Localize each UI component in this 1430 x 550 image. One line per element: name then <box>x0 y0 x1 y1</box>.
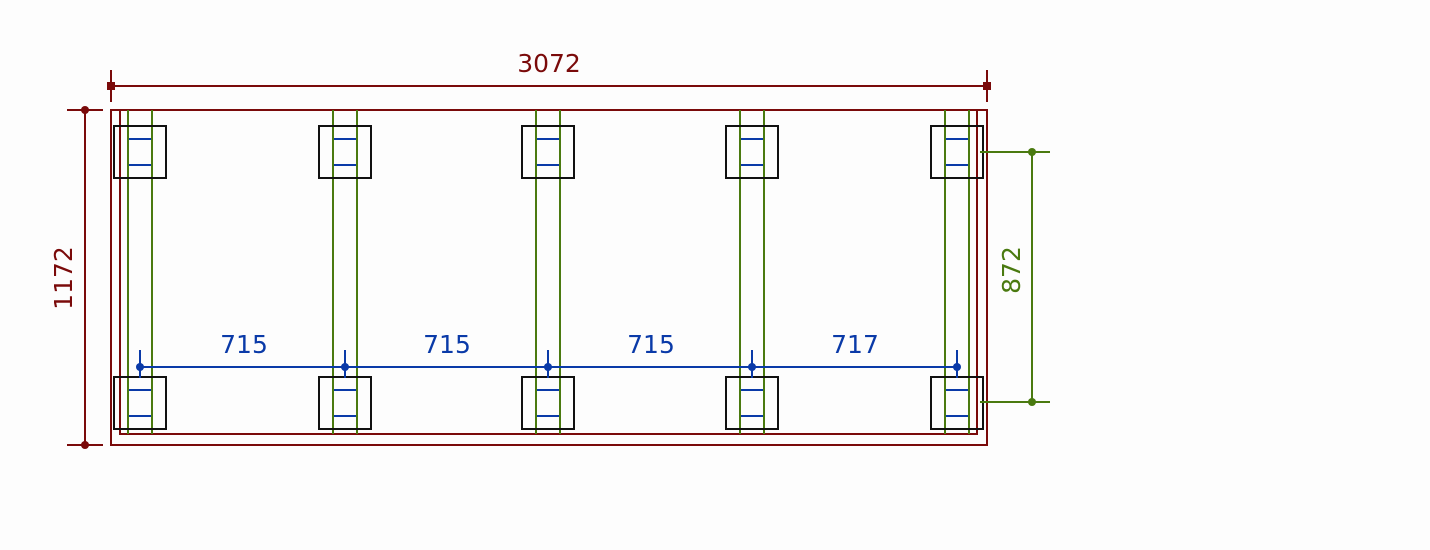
frame-outline <box>110 109 988 446</box>
post-spacing-label-4: 717 <box>831 330 879 359</box>
post-footing <box>930 125 984 179</box>
post-footing <box>725 376 779 430</box>
spacing-point <box>544 363 552 371</box>
spacing-point <box>953 363 961 371</box>
post-column <box>725 110 779 434</box>
post-footing <box>725 125 779 179</box>
post-spacing-label-3: 715 <box>627 330 675 359</box>
rail-spacing-label: 872 <box>997 246 1026 294</box>
post-column <box>318 110 372 434</box>
inner-frame <box>119 110 978 435</box>
post-spacing-label-1: 715 <box>220 330 268 359</box>
post-footing <box>318 376 372 430</box>
outer-frame <box>110 109 988 446</box>
post-footing <box>113 376 167 430</box>
length-dimension <box>107 70 991 102</box>
spacing-point <box>136 363 144 371</box>
width-label: 1172 <box>49 246 78 310</box>
post-footing <box>521 125 575 179</box>
rail-spacing-dimension <box>980 148 1050 406</box>
post-footing <box>113 125 167 179</box>
post-column <box>930 110 984 434</box>
post-spacing-label-2: 715 <box>423 330 471 359</box>
post-footing <box>930 376 984 430</box>
post-spacing-dimension <box>136 350 961 378</box>
post-footing <box>521 376 575 430</box>
post-column <box>521 110 575 434</box>
length-label: 3072 <box>517 49 581 78</box>
width-dimension <box>67 106 103 449</box>
spacing-point <box>748 363 756 371</box>
post-column <box>113 110 167 434</box>
spacing-point <box>341 363 349 371</box>
post-footing <box>318 125 372 179</box>
